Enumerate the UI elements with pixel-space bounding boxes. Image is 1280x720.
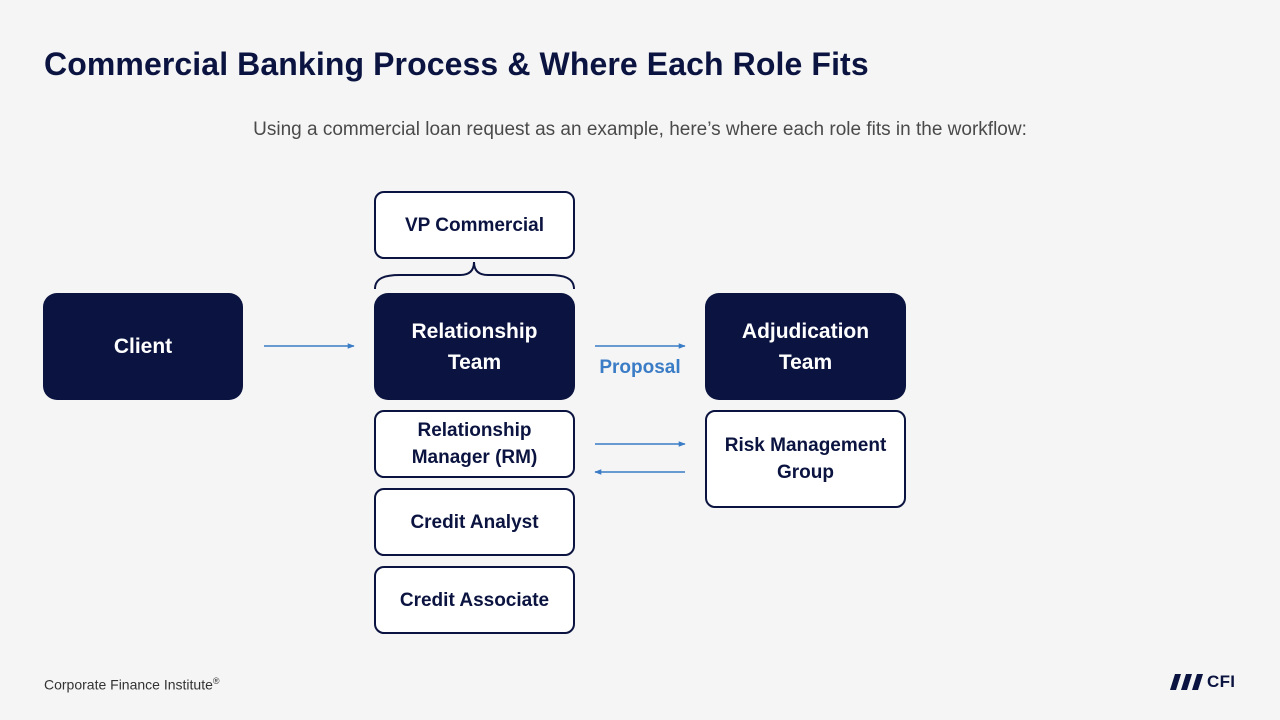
relationship-team-box: Relationship Team <box>374 293 575 400</box>
client-box: Client <box>43 293 243 400</box>
proposal-label: Proposal <box>599 357 681 378</box>
cfi-logo: CFI <box>1170 672 1235 692</box>
page-subtitle: Using a commercial loan request as an ex… <box>253 119 1027 140</box>
footer-brand-text: Corporate Finance Institute <box>44 676 213 693</box>
risk-management-label-line-1: Risk Management <box>724 435 887 456</box>
adjudication-team-label-line-1: Adjudication <box>741 319 870 343</box>
adjudication-team-box: Adjudication Team <box>705 293 906 400</box>
relationship-manager-box: Relationship Manager (RM) <box>374 410 575 478</box>
relationship-team-label-line-1: Relationship <box>411 319 538 343</box>
risk-management-box: Risk Management Group <box>705 410 906 508</box>
risk-management-label-line-2: Group <box>777 462 834 483</box>
relationship-team-label-line-2: Team <box>447 350 502 374</box>
client-label: Client <box>113 335 173 358</box>
cfi-logo-text: CFI <box>1207 672 1236 691</box>
page-title: Commercial Banking Process & Where Each … <box>44 46 869 82</box>
vp-commercial-box: VP Commercial <box>374 191 575 259</box>
registered-mark: ® <box>212 676 220 686</box>
credit-analyst-box: Credit Analyst <box>374 488 575 556</box>
credit-associate-label: Credit Associate <box>399 589 550 611</box>
credit-associate-box: Credit Associate <box>374 566 575 634</box>
relationship-manager-label-line-2: Manager (RM) <box>411 447 538 468</box>
cfi-logo-icon <box>1170 674 1203 690</box>
vp-commercial-label: VP Commercial <box>404 214 545 236</box>
brace-connector <box>374 261 575 290</box>
footer-brand: Corporate Finance Institute® <box>44 676 220 693</box>
relationship-manager-label-line-1: Relationship <box>417 420 532 441</box>
credit-analyst-label: Credit Analyst <box>410 511 539 533</box>
adjudication-team-label-line-2: Team <box>778 350 833 374</box>
